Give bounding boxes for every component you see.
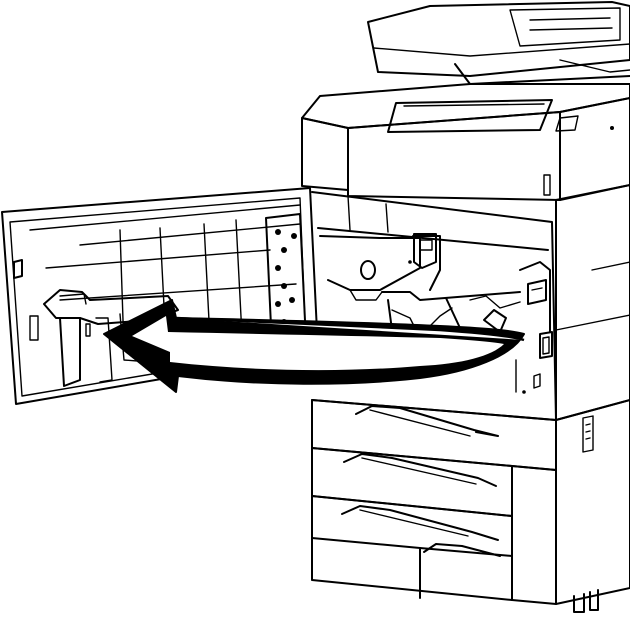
curved-arrow-icon xyxy=(103,299,525,393)
document-feeder xyxy=(367,1,630,85)
printer-body xyxy=(301,97,630,613)
paper-trays xyxy=(311,399,557,605)
